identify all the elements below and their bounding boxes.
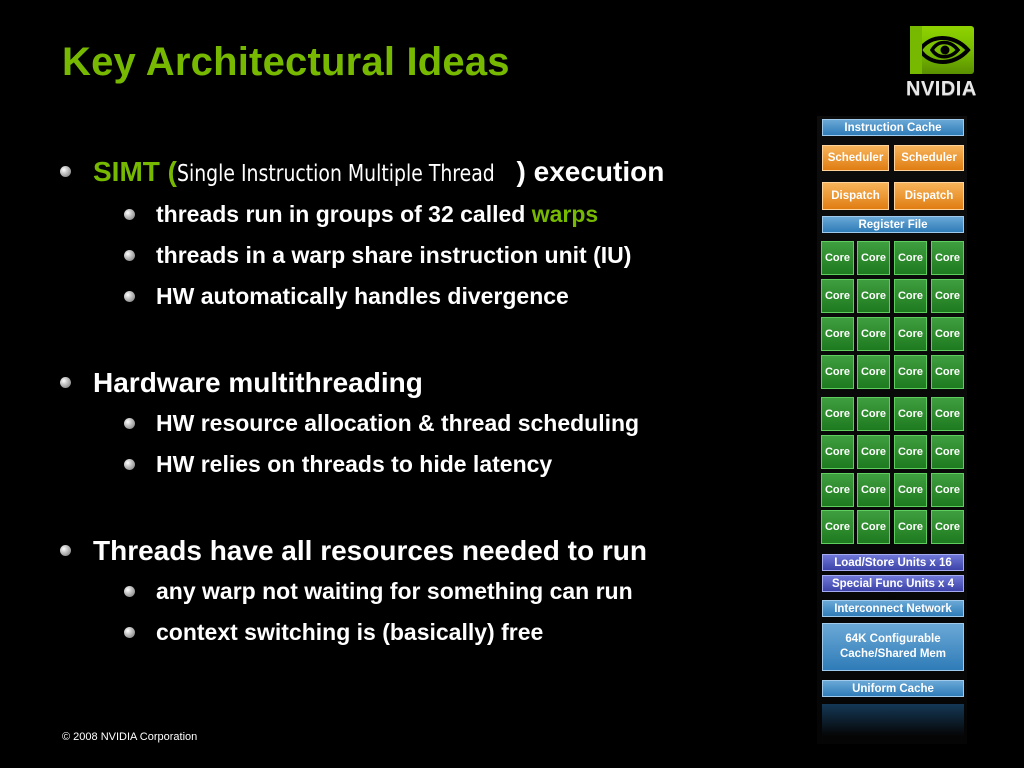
fade-block xyxy=(822,704,964,736)
interconnect-network-block: Interconnect Network xyxy=(822,600,964,617)
sub-bullet-warps: threads run in groups of 32 called warps xyxy=(60,194,800,235)
core-cell: Core xyxy=(857,241,890,275)
sub-bullet-alloc: HW resource allocation & thread scheduli… xyxy=(60,403,800,444)
bullet-dot-icon xyxy=(124,418,135,429)
threads-heading: Threads have all resources needed to run xyxy=(93,535,647,566)
simt-expansion: Single Instruction Multiple Thread xyxy=(177,161,495,187)
core-cell: Core xyxy=(821,510,854,544)
sub-bullet-share-iu: threads in a warp share instruction unit… xyxy=(60,235,800,276)
bullet-hw-multithreading: Hardware multithreading xyxy=(60,363,800,403)
core-cell: Core xyxy=(821,473,854,507)
bullet-dot-icon xyxy=(124,459,135,470)
core-cell: Core xyxy=(857,473,890,507)
context-switch-text: context switching is (basically) free xyxy=(156,619,544,645)
bullet-dot-icon xyxy=(124,250,135,261)
bullet-dot-icon xyxy=(124,586,135,597)
core-cell: Core xyxy=(931,397,964,431)
core-cell: Core xyxy=(821,279,854,313)
core-cell: Core xyxy=(894,279,927,313)
dispatch-block-right: Dispatch xyxy=(894,182,964,210)
core-cell: Core xyxy=(821,397,854,431)
uniform-cache-block: Uniform Cache xyxy=(822,680,964,697)
copyright-footer: © 2008 NVIDIA Corporation xyxy=(62,731,198,743)
bullet-simt: SIMT (Single Instruction Multiple Thread… xyxy=(60,152,800,194)
warps-text: threads run in groups of 32 called xyxy=(156,201,532,227)
sub-bullet-divergence: HW automatically handles divergence xyxy=(60,276,800,317)
dispatch-block-left: Dispatch xyxy=(822,182,889,210)
bullet-list: SIMT (Single Instruction Multiple Thread… xyxy=(60,152,800,653)
bullet-dot-icon xyxy=(60,377,71,388)
special-func-units-block: Special Func Units x 4 xyxy=(822,575,964,592)
latency-text: HW relies on threads to hide latency xyxy=(156,451,553,477)
bullet-dot-icon xyxy=(60,166,71,177)
load-store-units-block: Load/Store Units x 16 xyxy=(822,554,964,571)
core-cell: Core xyxy=(931,241,964,275)
hw-heading: Hardware multithreading xyxy=(93,367,423,398)
sub-bullet-context-switch: context switching is (basically) free xyxy=(60,612,800,653)
core-cell: Core xyxy=(894,473,927,507)
simt-execution: ) execution xyxy=(516,156,665,187)
bullet-dot-icon xyxy=(60,545,71,556)
core-cell: Core xyxy=(821,241,854,275)
nvidia-wordmark: NVIDIA xyxy=(906,78,977,100)
core-cell: Core xyxy=(857,435,890,469)
bullet-dot-icon xyxy=(124,291,135,302)
core-cell: Core xyxy=(857,355,890,389)
nvidia-logo: NVIDIA xyxy=(902,26,1002,102)
core-cell: Core xyxy=(894,435,927,469)
simt-acronym: SIMT xyxy=(93,156,160,187)
core-cell: Core xyxy=(931,355,964,389)
share-iu-text: threads in a warp share instruction unit… xyxy=(156,242,632,268)
bullet-dot-icon xyxy=(124,209,135,220)
alloc-text: HW resource allocation & thread scheduli… xyxy=(156,410,640,436)
core-cell: Core xyxy=(894,510,927,544)
sm-diagram: Instruction Cache Scheduler Scheduler Di… xyxy=(817,116,967,744)
scheduler-block-right: Scheduler xyxy=(894,145,964,171)
cache-shared-mem-block: 64K Configurable Cache/Shared Mem xyxy=(822,623,964,671)
core-cell: Core xyxy=(931,435,964,469)
core-cell: Core xyxy=(894,317,927,351)
core-cell: Core xyxy=(894,241,927,275)
sub-bullet-latency: HW relies on threads to hide latency xyxy=(60,444,800,485)
bullet-threads-resources: Threads have all resources needed to run xyxy=(60,531,800,571)
core-cell: Core xyxy=(894,355,927,389)
core-cell: Core xyxy=(821,435,854,469)
core-cell: Core xyxy=(821,317,854,351)
nvidia-eye-icon xyxy=(910,26,974,74)
core-cell: Core xyxy=(857,510,890,544)
sub-bullet-any-warp: any warp not waiting for something can r… xyxy=(60,571,800,612)
core-cell: Core xyxy=(857,317,890,351)
scheduler-block-left: Scheduler xyxy=(822,145,889,171)
core-cell: Core xyxy=(821,355,854,389)
simt-open-paren: ( xyxy=(159,156,177,187)
core-cell: Core xyxy=(857,279,890,313)
core-cell: Core xyxy=(931,317,964,351)
core-cell: Core xyxy=(931,473,964,507)
core-cell: Core xyxy=(931,279,964,313)
register-file-block: Register File xyxy=(822,216,964,233)
divergence-text: HW automatically handles divergence xyxy=(156,283,569,309)
bullet-dot-icon xyxy=(124,627,135,638)
core-cell: Core xyxy=(931,510,964,544)
core-cell: Core xyxy=(857,397,890,431)
core-cell: Core xyxy=(894,397,927,431)
any-warp-text: any warp not waiting for something can r… xyxy=(156,578,633,604)
instruction-cache-block: Instruction Cache xyxy=(822,119,964,136)
warps-highlight: warps xyxy=(531,201,599,227)
slide-title: Key Architectural Ideas xyxy=(62,40,510,84)
